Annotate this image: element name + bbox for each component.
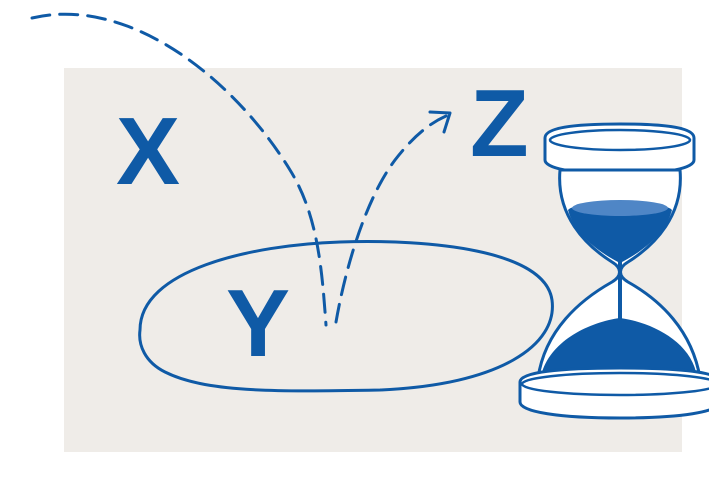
- hourglass-icon: [518, 122, 709, 420]
- label-x: X: [116, 98, 181, 205]
- dashed-arrow-from-x-icon: [30, 12, 328, 327]
- label-y: Y: [226, 270, 291, 377]
- ellipse-outline: [138, 240, 554, 393]
- arrowhead-icon: [428, 110, 452, 134]
- label-z: Z: [470, 70, 529, 177]
- dashed-arrow-to-z-icon: [334, 114, 448, 324]
